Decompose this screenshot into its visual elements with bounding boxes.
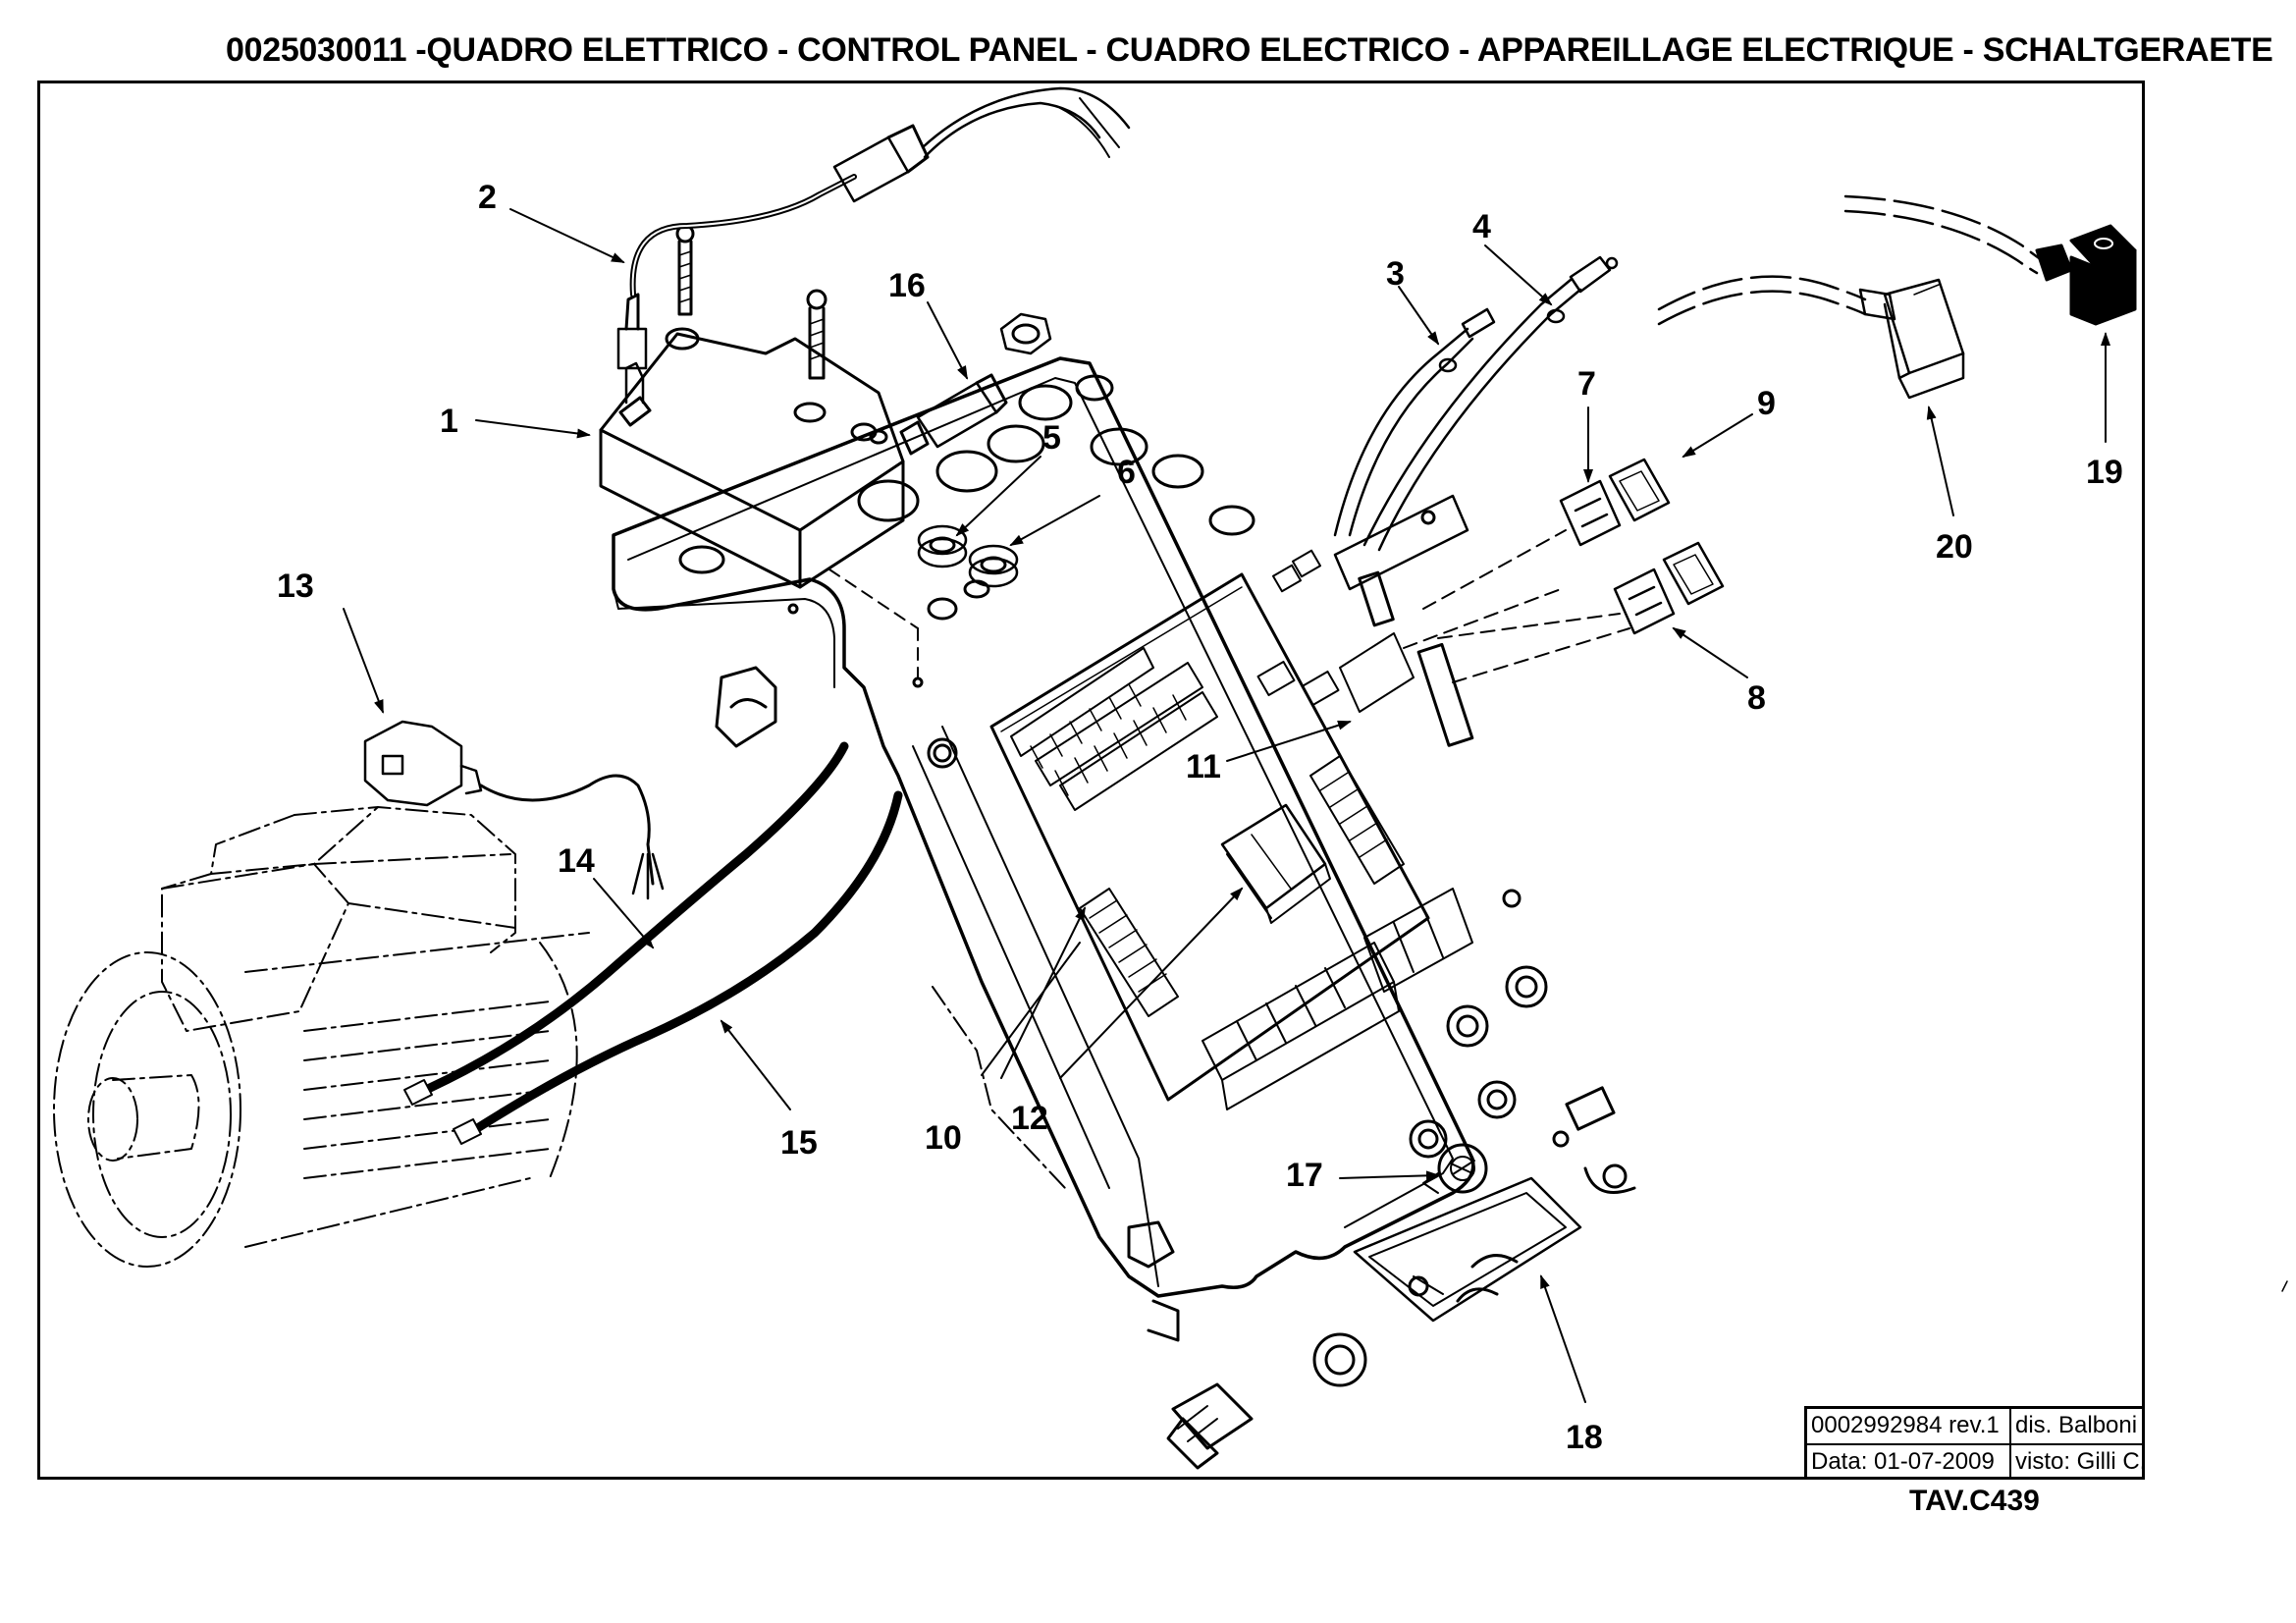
callout-12: 12 [1011, 1100, 1048, 1137]
part-5-6-grommets [917, 524, 1019, 588]
part-16-fuseholder [899, 373, 1008, 456]
callout-7: 7 [1577, 365, 1596, 403]
part-3-4-wires [1333, 255, 1619, 552]
callout-8: 8 [1747, 679, 1766, 717]
callout-20: 20 [1936, 528, 1973, 566]
callout-leaders [343, 208, 2110, 1403]
callout-10: 10 [925, 1119, 962, 1157]
part-7-8-9-connectors [1403, 458, 1725, 683]
part-1-box [599, 332, 919, 678]
callout-19: 19 [2086, 454, 2123, 491]
callout-3: 3 [1386, 255, 1405, 293]
drawing-number: 0002992984 rev.1 [1807, 1409, 2011, 1443]
callout-4: 4 [1472, 208, 1491, 245]
part-2-cable [616, 86, 1131, 405]
checked-by: visto: Gilli C. [2015, 1448, 2145, 1475]
callout-17: 17 [1286, 1157, 1323, 1194]
callout-numbers: 1 2 3 4 5 6 7 8 9 10 11 12 13 14 15 16 1… [277, 179, 2123, 1456]
table-code: TAV.C439 [1909, 1485, 2040, 1517]
drawing-date: Data: 01-07-2009 [1807, 1445, 2011, 1480]
callout-6: 6 [1117, 454, 1136, 491]
circuit-board [989, 494, 1473, 1110]
callout-13: 13 [277, 568, 314, 605]
drawing-frame [37, 81, 2145, 1480]
part-20-connector [1657, 275, 1965, 400]
title-block: 0002992984 rev.1 dis. Balboni Data: 01-0… [1804, 1406, 2145, 1480]
screws [665, 224, 1052, 380]
callout-9: 9 [1757, 385, 1776, 422]
callout-2: 2 [478, 179, 497, 216]
callout-11: 11 [1186, 748, 1221, 785]
callout-18: 18 [1566, 1419, 1603, 1456]
callout-14: 14 [558, 842, 595, 880]
control-panel-base [612, 356, 1636, 1470]
drawing-title: 0025030011 -QUADRO ELETTRICO - CONTROL P… [226, 31, 2273, 69]
part-14-15-cables [403, 741, 903, 1145]
motor-phantom [53, 806, 1066, 1268]
callout-15: 15 [780, 1124, 818, 1162]
drawn-by: dis. Balboni [2015, 1412, 2138, 1438]
part-19-coil [1843, 194, 2137, 326]
part-17-screw [1422, 1143, 1488, 1194]
callout-16: 16 [888, 267, 926, 304]
callout-5: 5 [1042, 419, 1061, 457]
part-13-connector [363, 720, 665, 900]
callout-1: 1 [440, 403, 458, 440]
